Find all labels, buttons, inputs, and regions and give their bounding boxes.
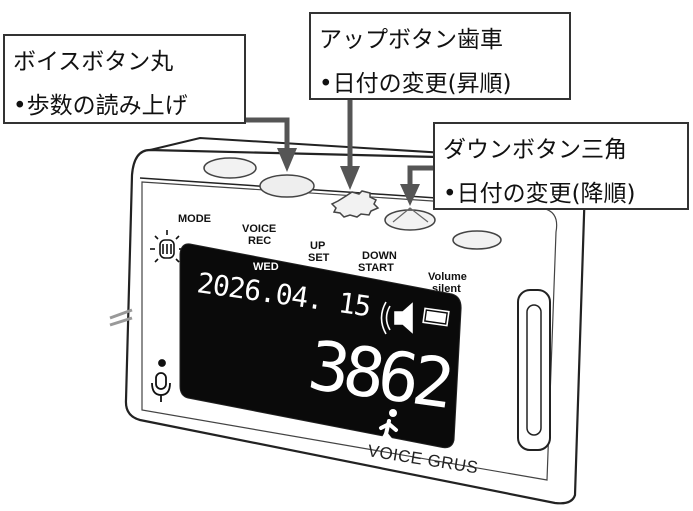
callout-up-desc: •日付の変更(昇順): [319, 71, 512, 97]
label-up-1: UP: [310, 240, 325, 252]
mode-button[interactable]: [203, 157, 257, 179]
step-count: 3862: [304, 327, 454, 425]
label-up-2: SET: [308, 252, 330, 264]
label-down-1: DOWN: [362, 250, 397, 262]
arrow-down: [407, 165, 440, 188]
label-down-2: START: [358, 262, 394, 274]
sun-icon: [150, 230, 184, 263]
callout-down-title: ダウンボタン三角: [443, 137, 627, 163]
callout-voice: ボイスボタン丸 •歩数の読み上げ: [3, 34, 246, 124]
down-button[interactable]: [384, 209, 436, 231]
callout-down-desc: •日付の変更(降順): [443, 181, 636, 207]
volume-button[interactable]: [452, 230, 502, 250]
callout-up-title: アップボタン歯車: [319, 27, 503, 53]
callout-voice-desc: •歩数の読み上げ: [13, 93, 188, 119]
gear-button-icon[interactable]: [330, 190, 380, 218]
microphone-icon: [151, 359, 171, 402]
voice-button[interactable]: [259, 174, 315, 198]
label-mode: MODE: [178, 213, 211, 225]
speaker-sound-icon: [380, 301, 413, 335]
weekday: WED: [253, 261, 279, 273]
callout-voice-title: ボイスボタン丸: [13, 49, 174, 75]
callout-down: ダウンボタン三角 •日付の変更(降順): [433, 122, 689, 210]
strap-slot: [517, 289, 551, 451]
label-volume-1: Volume: [428, 271, 467, 283]
label-voice-1: VOICE: [242, 223, 276, 235]
callout-up: アップボタン歯車 •日付の変更(昇順): [309, 12, 571, 100]
lcd-display: [179, 243, 462, 449]
walking-person-icon: [378, 409, 398, 447]
label-voice-2: REC: [248, 235, 271, 247]
battery-icon: [422, 307, 450, 327]
